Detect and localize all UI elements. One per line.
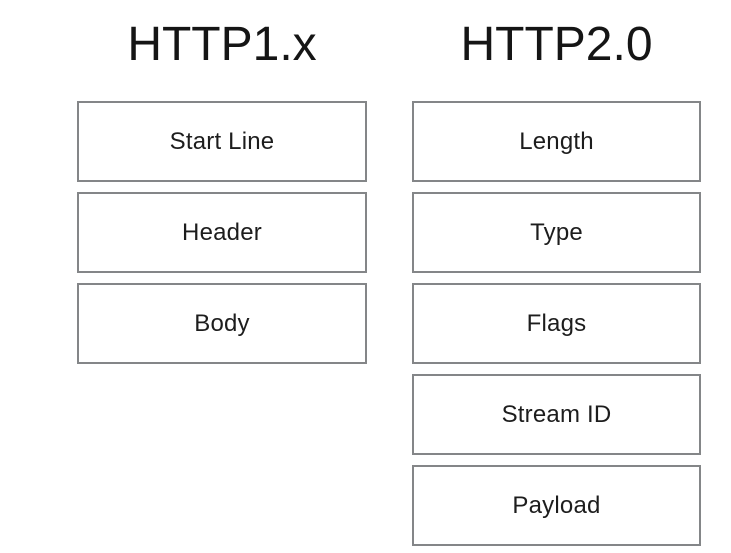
field-list-http2: Length Type Flags Stream ID Payload: [412, 101, 701, 546]
field-list-http1x: Start Line Header Body: [77, 101, 367, 364]
field-box-start-line: Start Line: [77, 101, 367, 182]
field-box-length: Length: [412, 101, 701, 182]
field-label-start-line: Start Line: [169, 127, 275, 155]
field-box-type: Type: [412, 192, 701, 273]
field-box-header: Header: [77, 192, 367, 273]
field-label-payload: Payload: [512, 491, 601, 519]
column-http1x: HTTP1.x Start Line Header Body: [77, 0, 367, 364]
column-http2: HTTP2.0 Length Type Flags Stream ID Payl…: [412, 0, 701, 546]
field-label-stream-id: Stream ID: [501, 400, 612, 428]
field-box-stream-id: Stream ID: [412, 374, 701, 455]
field-box-body: Body: [77, 283, 367, 364]
field-label-header: Header: [182, 218, 262, 246]
field-label-flags: Flags: [526, 309, 587, 337]
field-label-length: Length: [519, 127, 594, 155]
column-title-http2: HTTP2.0: [460, 18, 653, 71]
field-box-payload: Payload: [412, 465, 701, 546]
column-title-http1x: HTTP1.x: [127, 18, 317, 71]
field-label-body: Body: [194, 309, 250, 337]
field-box-flags: Flags: [412, 283, 701, 364]
field-label-type: Type: [530, 218, 583, 246]
